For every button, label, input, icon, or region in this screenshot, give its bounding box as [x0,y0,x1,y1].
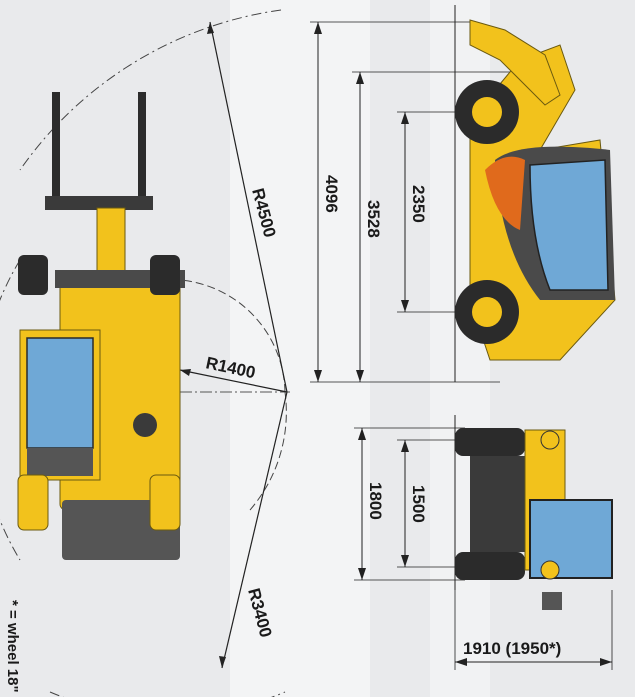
front-view: 1800 1500 1910 (1950*) [354,415,613,670]
background-light-band [230,0,370,697]
radius-line-R1400 [179,369,288,393]
tyre-top [455,428,525,456]
turning-arc-inner-lower [249,391,287,511]
label-1500: 1500 [409,485,428,523]
label-4096: 4096 [322,175,341,213]
turning-arc-outer [19,9,282,171]
axle-housing [470,456,530,552]
turning-arc-left [0,259,21,561]
wheel-front-right [150,255,180,295]
wheel-front-left [18,255,48,295]
arrow-head [219,656,226,668]
arrow-head [455,658,467,666]
arrow-head [358,428,366,440]
light-top [540,430,560,450]
radius-line-R4500 [209,21,288,393]
arrow-head [356,370,364,382]
light-bottom [540,560,560,580]
wheel-rear-right [149,474,181,531]
fuel-cap [133,413,157,437]
fork-left [52,92,60,200]
arrow-head [207,22,214,34]
label-1800: 1800 [366,482,385,520]
arrow-head [401,440,409,452]
label-3528: 3528 [364,200,383,238]
label-2350: 2350 [409,185,428,223]
hub [472,297,502,327]
boom-side [469,19,561,106]
arrow-head [356,72,364,84]
side-view: 4096 3528 2350 [310,5,616,383]
tyre-bottom [455,552,525,580]
wheel-rear-left [17,474,49,531]
fork-carriage [45,196,153,210]
cab-step [27,448,93,476]
arrow-head [314,370,322,382]
arrow-head [358,568,366,580]
footnote: * = wheel 18" [4,600,21,693]
radius-line-R3400 [221,391,288,669]
fork-right [138,92,146,200]
turning-arc-inner [179,279,286,393]
arrow-head [401,300,409,312]
arrow-head [314,22,322,34]
cab-window [26,337,94,449]
hub [472,97,502,127]
arrow-head [180,369,191,376]
arrow-head [401,555,409,567]
label-1910: 1910 (1950*) [463,639,561,658]
brand-stripe [485,156,525,230]
cab-glass [529,159,609,291]
arrow-head [600,658,612,666]
arrow-head [401,112,409,124]
mirror [542,592,562,610]
